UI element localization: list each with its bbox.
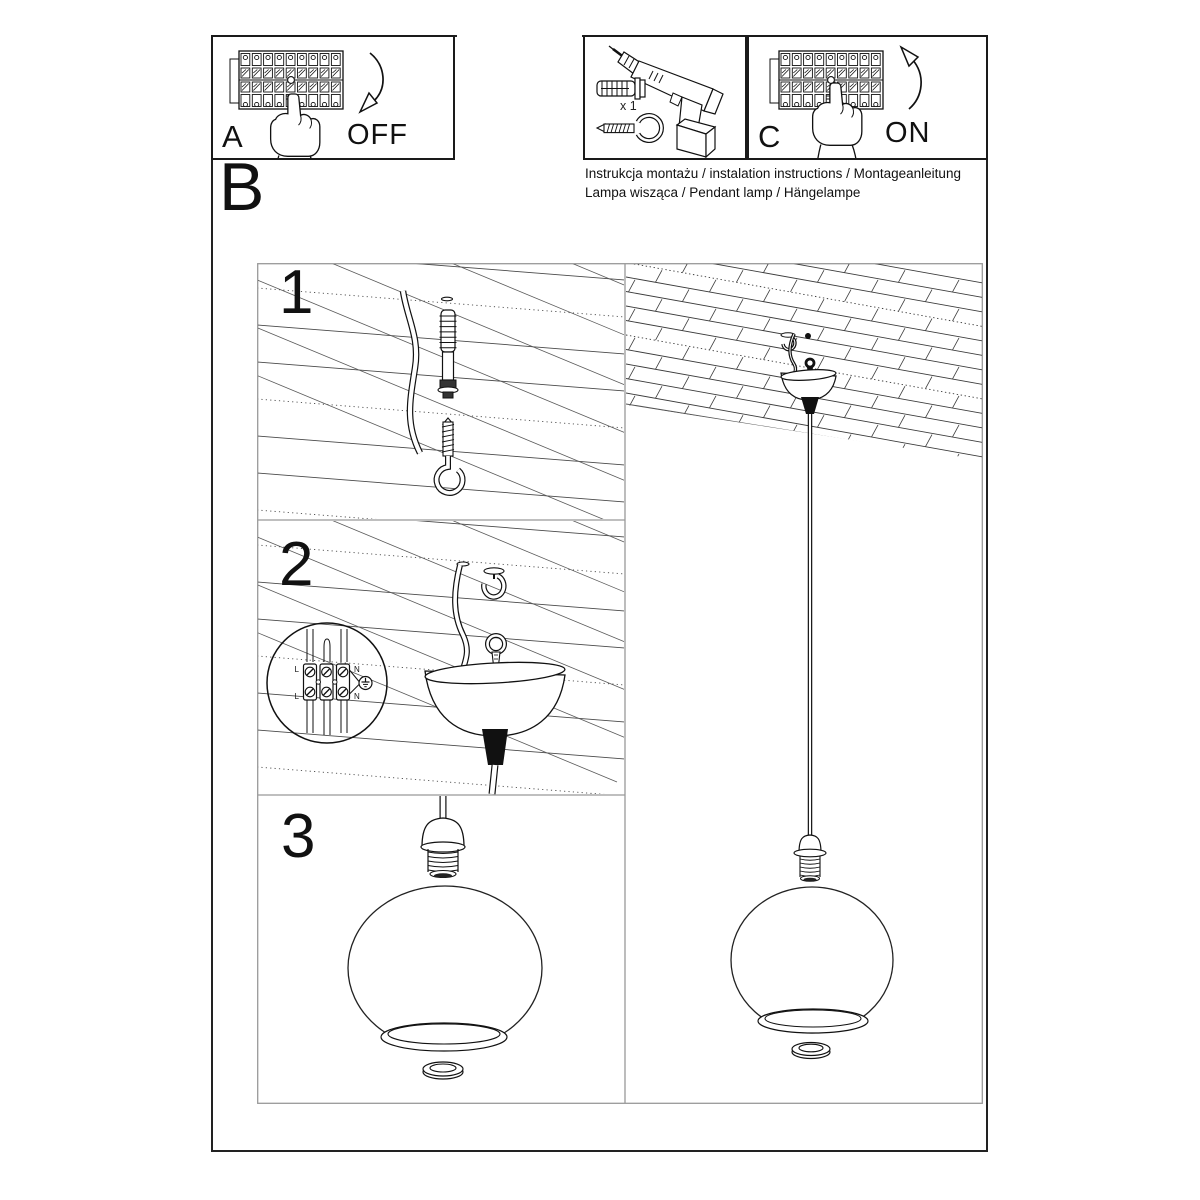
step-number-1: 1 xyxy=(279,263,313,327)
canopy xyxy=(780,369,837,401)
terminal-label-l-bottom: L xyxy=(295,692,300,701)
power-off-panel: A OFF xyxy=(211,35,455,160)
terminal-label-n-top: N xyxy=(354,665,360,674)
ring-nut xyxy=(422,1061,464,1080)
pressing-hand-icon xyxy=(811,82,863,158)
ceiling-hook-icon xyxy=(481,567,507,600)
circuit-breaker-panel-icon xyxy=(229,50,344,110)
pressing-hand-icon xyxy=(269,93,321,158)
quantity-label: x 1 xyxy=(620,99,637,113)
tools-panel: x 1 xyxy=(583,35,747,160)
installation-diagram: 1 xyxy=(257,263,983,1104)
ceiling-hatch-step2 xyxy=(258,521,624,794)
lamp-socket xyxy=(420,817,466,879)
terminal-label-n-bottom: N xyxy=(354,692,360,701)
wall-plug-icon xyxy=(596,77,646,100)
box-c-label: C xyxy=(758,119,781,154)
caption-line-1: Instrukcja montażu / instalation instruc… xyxy=(585,166,961,181)
hook-screw-icon xyxy=(433,417,466,496)
diagram-frame xyxy=(257,263,983,1104)
ceiling-hatch-step1 xyxy=(258,264,624,519)
cord-grip xyxy=(482,729,508,765)
power-on-panel: C ON xyxy=(747,35,988,160)
assembled-lamp-panel xyxy=(730,332,894,1060)
on-label: ON xyxy=(885,117,931,149)
hook-screw-icon xyxy=(595,113,664,143)
step-3-panel: 3 xyxy=(281,796,543,1080)
ground-symbol xyxy=(349,669,373,695)
curved-arrow-down-icon xyxy=(358,52,384,114)
caption-line-2: Lampa wisząca / Pendant lamp / Hängelamp… xyxy=(585,185,861,200)
step-number-3: 3 xyxy=(281,802,315,871)
lamp-socket xyxy=(793,834,827,882)
step-number-2: 2 xyxy=(279,530,313,599)
drill-hole-mark xyxy=(440,296,454,302)
canopy xyxy=(424,661,566,737)
section-label: B xyxy=(219,149,265,225)
step-2-panel: 2 xyxy=(266,530,566,795)
ring-nut xyxy=(791,1041,831,1060)
off-label: OFF xyxy=(347,119,408,151)
tools-illustration xyxy=(595,45,724,158)
sphere-opening-rim xyxy=(757,1008,869,1034)
cord-grip xyxy=(801,397,819,414)
curved-arrow-up-icon xyxy=(899,45,922,110)
power-off-illustration xyxy=(229,50,384,158)
box-a-label: A xyxy=(222,119,243,154)
circuit-breaker-panel-icon xyxy=(769,50,884,110)
page-border-gap xyxy=(457,33,582,40)
terminal-label-l-top: L xyxy=(295,665,300,674)
cable-end xyxy=(805,333,811,339)
caption-block: Instrukcja montażu / instalation instruc… xyxy=(585,164,987,202)
wires xyxy=(306,629,348,735)
terminal-block xyxy=(302,663,351,701)
drill-icon xyxy=(608,45,724,158)
wiring-detail-circle: L N L N xyxy=(266,622,388,744)
sphere-opening-rim xyxy=(380,1022,508,1052)
step-1-panel: 1 xyxy=(279,263,466,496)
wall-plug-icon xyxy=(437,309,459,399)
power-on-illustration xyxy=(769,45,922,158)
